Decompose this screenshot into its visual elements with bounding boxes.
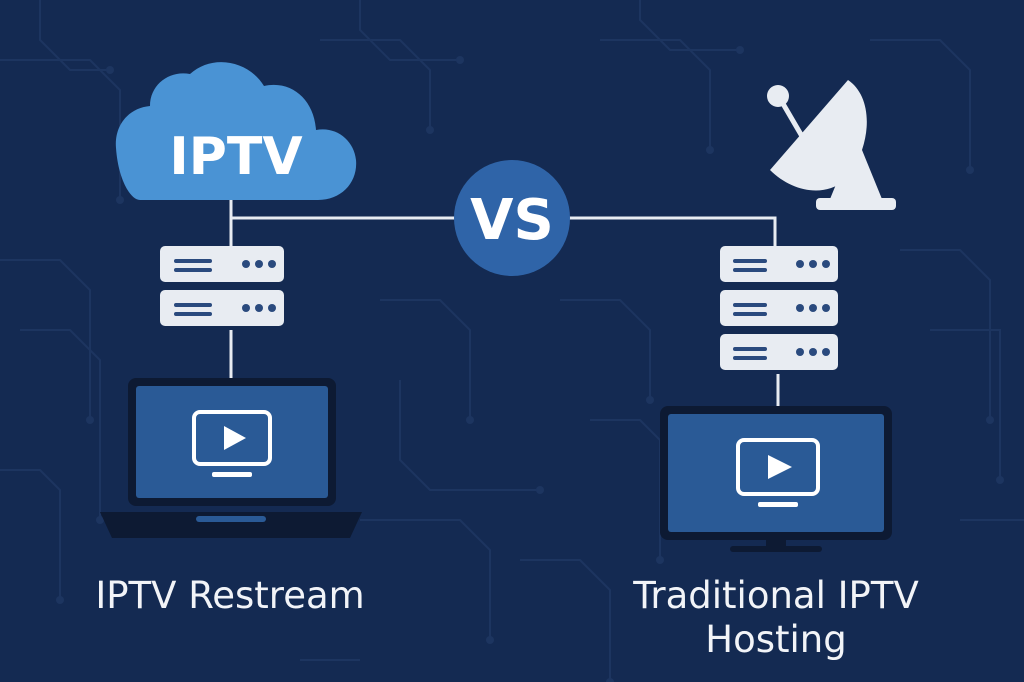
laptop-icon <box>100 378 362 538</box>
right-server-rack <box>720 246 838 370</box>
tv-monitor-icon <box>660 406 892 552</box>
satellite-dish-icon <box>767 80 896 210</box>
cloud-label: IPTV <box>169 127 302 187</box>
server-unit <box>720 246 838 282</box>
cloud-icon: IPTV <box>115 62 357 200</box>
right-caption: Traditional IPTV Hosting <box>570 574 982 662</box>
server-unit <box>720 290 838 326</box>
left-caption: IPTV Restream <box>40 574 420 618</box>
server-unit <box>160 290 284 326</box>
connector-vs-to-right-server <box>565 216 777 246</box>
play-monitor-icon <box>736 438 820 507</box>
vs-badge: VS <box>454 160 570 276</box>
right-caption-line1: Traditional IPTV <box>633 574 919 617</box>
connector-cloud-to-vs <box>229 198 460 246</box>
right-caption-line2: Hosting <box>705 618 847 661</box>
vs-label: VS <box>470 188 554 253</box>
left-server-rack <box>160 246 284 326</box>
server-unit <box>160 246 284 282</box>
circuit-nodes <box>56 46 1004 682</box>
connector-lines <box>229 198 780 408</box>
play-monitor-icon <box>192 410 272 477</box>
left-caption-text: IPTV Restream <box>95 574 365 617</box>
server-unit <box>720 334 838 370</box>
